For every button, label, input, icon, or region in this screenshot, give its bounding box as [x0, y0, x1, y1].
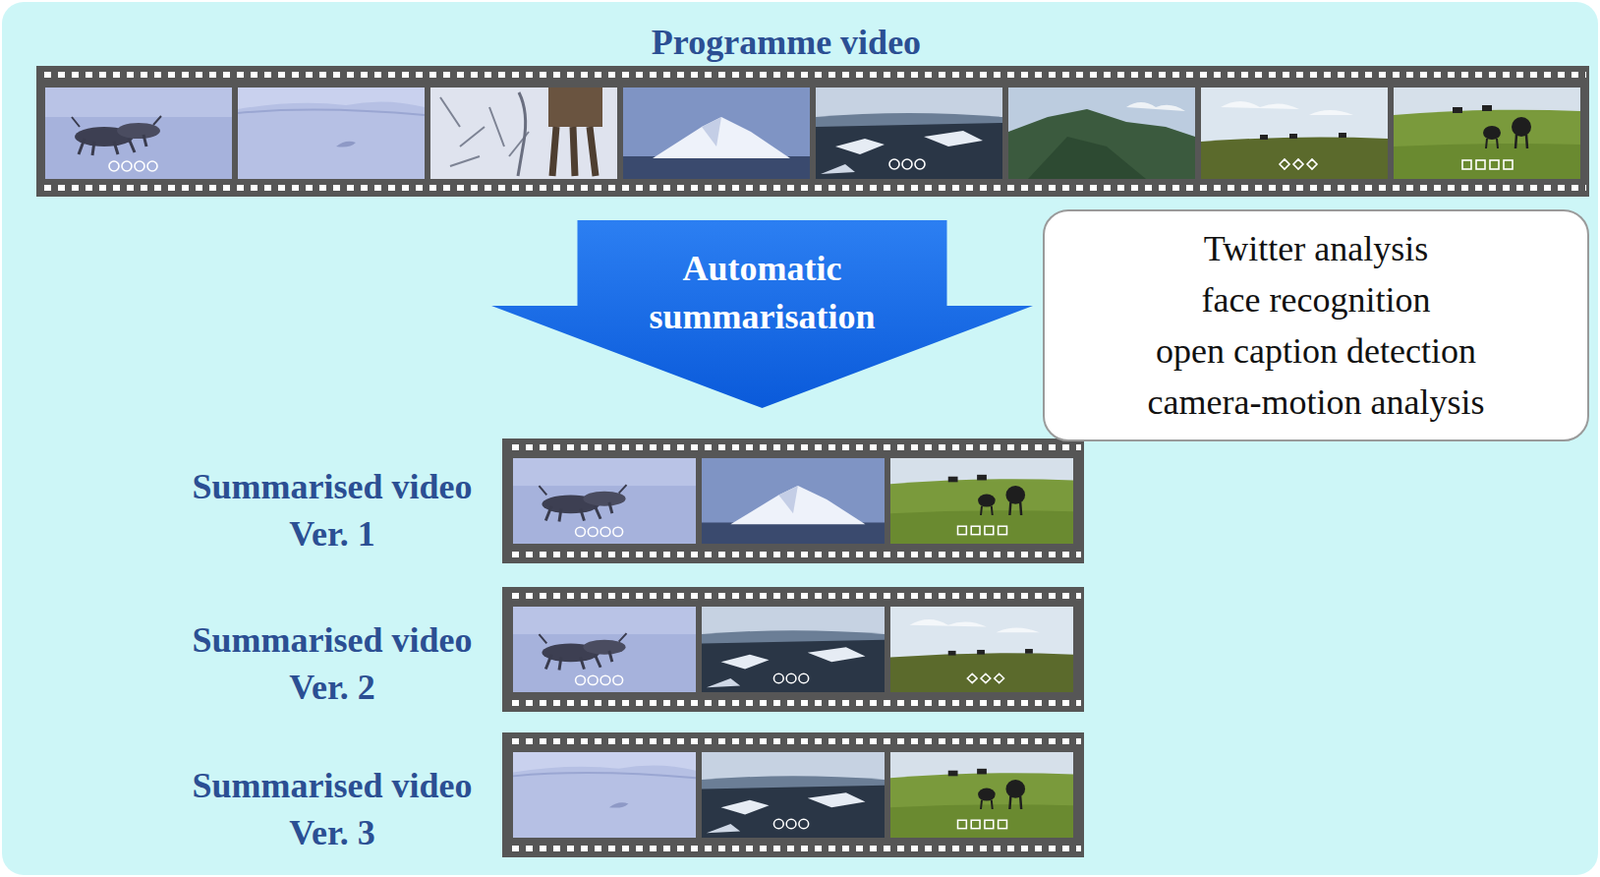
method-text: open caption detection: [1044, 325, 1588, 377]
method-text: Twitter analysis: [1044, 223, 1588, 275]
arrow-outline: [491, 220, 1033, 408]
summary-filmstrip: [502, 732, 1085, 858]
summary-filmstrip: [502, 438, 1085, 564]
method-text: face recognition: [1044, 274, 1588, 326]
summary-label: Summarised video Ver. 3: [174, 761, 490, 857]
method-text: camera-motion analysis: [1044, 376, 1588, 428]
summarisation-arrow: Automatic summarisation: [491, 220, 1033, 408]
programme-title: Programme video: [491, 17, 1082, 67]
summary-filmstrip: [502, 586, 1085, 712]
summary-label: Summarised video Ver. 2: [174, 616, 490, 711]
summary-label: Summarised video Ver. 1: [174, 462, 490, 558]
method-box: Twitter analysisface recognitionopen cap…: [1042, 209, 1590, 442]
arrow-label: Automatic summarisation: [615, 244, 911, 342]
programme-filmstrip: [36, 65, 1590, 197]
